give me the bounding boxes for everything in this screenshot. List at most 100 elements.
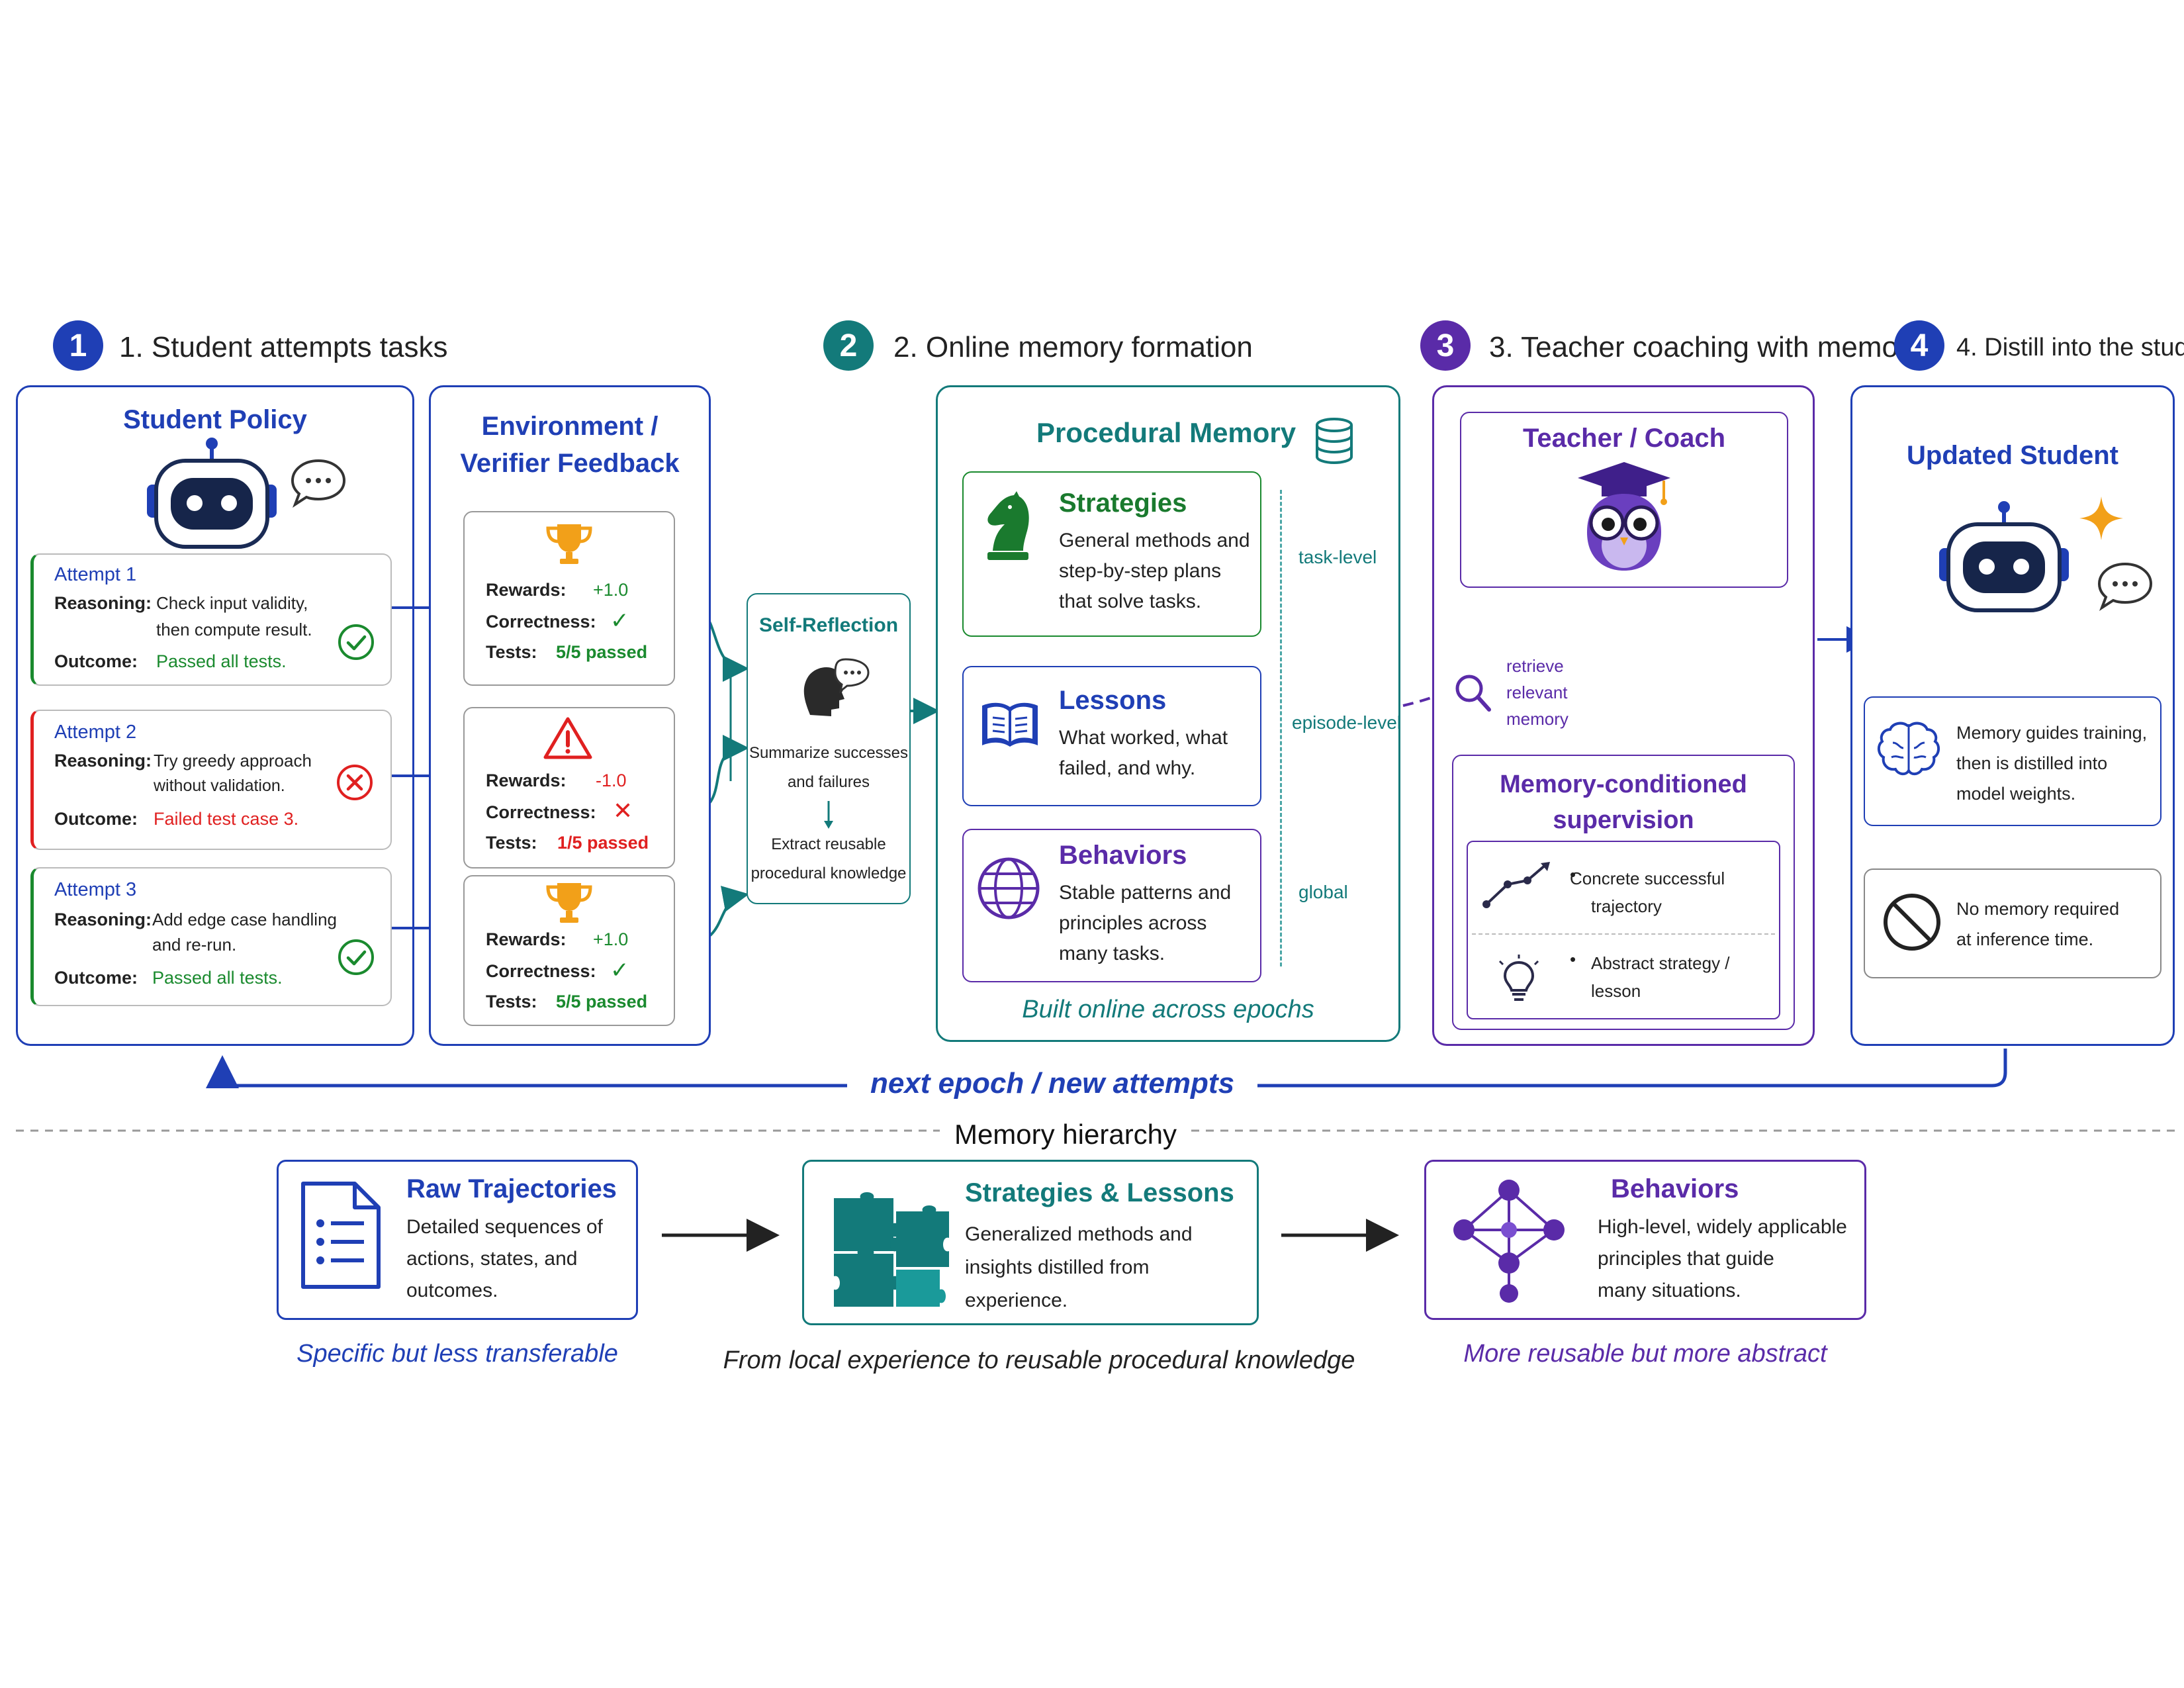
attempt-2-outcome-label: Outcome: bbox=[54, 809, 138, 829]
raw-trajectories-title: Raw Trajectories bbox=[406, 1174, 617, 1203]
feedback-3-correct-mark: ✓ bbox=[610, 958, 629, 983]
inference-note-2: at inference time. bbox=[1956, 929, 2094, 949]
strategies-body-3: that solve tasks. bbox=[1059, 590, 1202, 612]
attempt-3-reasoning-label: Reasoning: bbox=[54, 910, 152, 929]
self-reflection-line-3: Extract reusable bbox=[771, 835, 886, 853]
lessons-level: episode-level bbox=[1292, 712, 1401, 733]
self-reflection-line-1: Summarize successes bbox=[749, 744, 909, 762]
teacher-title: Teacher / Coach bbox=[1522, 424, 1726, 453]
supervision-title-2: supervision bbox=[1553, 806, 1694, 834]
behaviors-body-1: Stable patterns and bbox=[1059, 882, 1232, 904]
x-circle-icon bbox=[337, 765, 373, 800]
attempt-1-card bbox=[30, 553, 392, 686]
strategies-body-2: step-by-step plans bbox=[1059, 560, 1222, 582]
attempt-2-reasoning-1: Try greedy approach bbox=[154, 751, 312, 771]
robot-icon bbox=[1939, 501, 2069, 612]
behaviors-hierarchy-body-3: many situations. bbox=[1598, 1280, 1741, 1301]
feedback-2-correctness-label: Correctness: bbox=[486, 802, 596, 822]
distill-note-3: model weights. bbox=[1956, 784, 2076, 804]
brain-icon bbox=[1878, 722, 1940, 775]
trajectory-icon bbox=[1482, 862, 1550, 908]
behaviors-hierarchy-card bbox=[1424, 1160, 1866, 1320]
strategies-lessons-body-1: Generalized methods and bbox=[965, 1223, 1193, 1245]
owl-teacher-icon bbox=[1578, 462, 1670, 571]
chat-bubble-icon bbox=[291, 459, 346, 508]
feedback-3-correctness-label: Correctness: bbox=[486, 961, 596, 981]
attempt-2-outcome: Failed test case 3. bbox=[154, 809, 299, 829]
bullet-icon: • bbox=[1570, 949, 1576, 969]
trophy-icon bbox=[546, 883, 592, 923]
check-circle-icon bbox=[338, 624, 374, 660]
attempt-3-outcome: Passed all tests. bbox=[152, 968, 283, 988]
sparkle-icon bbox=[2079, 496, 2123, 540]
magnifier-icon bbox=[1455, 675, 1491, 712]
behaviors-card bbox=[962, 829, 1261, 982]
hierarchy-middle-caption: From local experience to reusable proced… bbox=[723, 1346, 1355, 1374]
retrieve-label-2: relevant bbox=[1506, 682, 1568, 702]
attempt-1-reasoning-2: then compute result. bbox=[156, 620, 312, 639]
feedback-card-1 bbox=[463, 511, 675, 686]
step-3-title: 3. Teacher coaching with memory bbox=[1489, 331, 1923, 363]
feedback-1-tests-label: Tests: bbox=[486, 642, 537, 662]
chat-bubble-icon bbox=[2097, 562, 2153, 611]
lightbulb-icon bbox=[1498, 955, 1539, 1001]
book-icon bbox=[982, 702, 1038, 747]
attempt-1-label: Attempt 1 bbox=[54, 564, 137, 585]
distill-note-card bbox=[1864, 696, 2161, 826]
strategies-body-1: General methods and bbox=[1059, 530, 1250, 551]
procedural-memory-title: Procedural Memory bbox=[1036, 417, 1297, 448]
lessons-body-1: What worked, what bbox=[1059, 727, 1228, 749]
down-arrow-icon bbox=[824, 801, 833, 829]
strategies-lessons-body-3: experience. bbox=[965, 1289, 1068, 1311]
raw-trajectories-caption: Specific but less transferable bbox=[296, 1340, 618, 1368]
attempt-3-label: Attempt 3 bbox=[54, 879, 137, 900]
raw-trajectories-body-2: actions, states, and bbox=[406, 1248, 578, 1270]
feedback-3-rewards-label: Rewards: bbox=[486, 929, 567, 949]
attempt-1-outcome-label: Outcome: bbox=[54, 651, 138, 671]
supervision-item-1a: Concrete successful bbox=[1570, 868, 1725, 888]
self-reflection-line-2: and failures bbox=[787, 773, 870, 791]
supervision-item-divider bbox=[1472, 933, 1775, 935]
strategies-title: Strategies bbox=[1059, 489, 1187, 518]
feedback-1-tests: 5/5 passed bbox=[556, 642, 648, 662]
environment-title-1: Environment / bbox=[481, 412, 659, 441]
self-reflection-line-4: procedural knowledge bbox=[751, 865, 907, 882]
attempt-3-outcome-label: Outcome: bbox=[54, 968, 138, 988]
step-4-badge: 4 bbox=[1894, 320, 1944, 371]
bullet-icon: • bbox=[1570, 865, 1576, 884]
behaviors-hierarchy-title: Behaviors bbox=[1611, 1174, 1739, 1203]
hierarchy-title: Memory hierarchy bbox=[940, 1119, 1191, 1150]
behaviors-hierarchy-body-1: High-level, widely applicable bbox=[1598, 1216, 1847, 1238]
feedback-1-correctness-label: Correctness: bbox=[486, 612, 596, 632]
step-2-title: 2. Online memory formation bbox=[893, 331, 1253, 363]
feedback-3-rewards: +1.0 bbox=[593, 929, 629, 949]
retrieve-label-3: memory bbox=[1506, 709, 1569, 729]
distill-note-1: Memory guides training, bbox=[1956, 723, 2148, 743]
feedback-2-tests: 1/5 passed bbox=[557, 833, 649, 853]
student-policy-title: Student Policy bbox=[123, 405, 307, 434]
retrieve-label-1: retrieve bbox=[1506, 656, 1564, 676]
supervision-item-1b: trajectory bbox=[1591, 896, 1662, 916]
distill-note-2: then is distilled into bbox=[1956, 753, 2108, 773]
trophy-icon bbox=[546, 524, 592, 564]
feedback-1-rewards-label: Rewards: bbox=[486, 580, 567, 600]
feedback-1-correct-mark: ✓ bbox=[610, 608, 629, 633]
warning-icon bbox=[543, 717, 592, 759]
no-symbol-icon bbox=[1884, 894, 1940, 951]
updated-student-title: Updated Student bbox=[1907, 441, 2118, 470]
document-list-icon bbox=[301, 1182, 381, 1289]
loop-label: next epoch / new attempts bbox=[847, 1067, 1257, 1100]
attempt-3-reasoning-2: and re-run. bbox=[152, 935, 237, 955]
attempt-3-reasoning-1: Add edge case handling bbox=[152, 910, 338, 929]
attempt-1-reasoning-label: Reasoning: bbox=[54, 593, 152, 613]
environment-title-2: Verifier Feedback bbox=[460, 449, 680, 478]
feedback-1-rewards: +1.0 bbox=[593, 580, 629, 600]
inference-note-1: No memory required bbox=[1956, 899, 2120, 919]
attempt-1-outcome: Passed all tests. bbox=[156, 651, 287, 671]
feedback-2-correct-mark: ✕ bbox=[613, 797, 633, 824]
globe-icon bbox=[978, 857, 1040, 919]
lessons-body-2: failed, and why. bbox=[1059, 757, 1196, 779]
self-reflection-title: Self-Reflection bbox=[758, 614, 899, 636]
behaviors-level: global bbox=[1298, 882, 1348, 902]
robot-icon bbox=[147, 438, 277, 549]
